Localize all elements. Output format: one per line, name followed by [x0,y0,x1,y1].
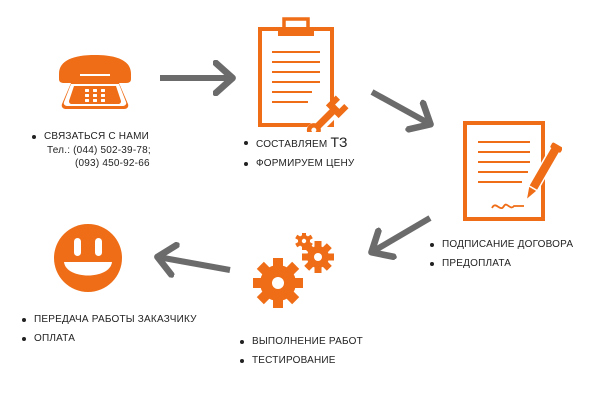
phone-label: Тел.: [47,145,71,156]
step-work-list: ВЫПОЛНЕНИЕ РАБОТ ТЕСТИРОВАНИЕ [238,335,363,367]
smiley-icon [54,224,122,292]
spec-abbrev: ТЗ [330,134,348,150]
phone-number-2: (093) 450-92-66 [75,158,150,169]
step-spec-item-1: СОСТАВЛЯЕМ ТЗ [242,134,354,151]
step-contract-item-2: ПРЕДОПЛАТА [428,257,573,270]
phone-number-1: (044) 502-39-78; [73,145,151,156]
step-work-item-2: ТЕСТИРОВАНИЕ [238,354,363,367]
clipboard-wrench-icon [258,17,349,132]
arrow-4 [158,257,231,270]
arrow-3 [372,215,432,252]
step-contact-item: СВЯЗАТЬСЯ С НАМИ [30,130,149,143]
step-delivery-item-2: ОПЛАТА [20,332,197,345]
step-delivery-list: ПЕРЕДАЧА РАБОТЫ ЗАКАЗЧИКУ ОПЛАТА [20,313,197,345]
step-delivery-item-1: ПЕРЕДАЧА РАБОТЫ ЗАКАЗЧИКУ [20,313,197,326]
phone-icon [59,55,131,109]
step-contract-list: ПОДПИСАНИЕ ДОГОВОРА ПРЕДОПЛАТА [428,238,573,270]
phone-line-1: Тел.: (044) 502-39-78; [47,145,151,157]
contract-pen-icon [463,121,562,221]
step-work-item-1: ВЫПОЛНЕНИЕ РАБОТ [238,335,363,348]
arrow-2 [370,89,430,124]
step-spec-item-2: ФОРМИРУЕМ ЦЕНУ [242,157,354,170]
step-spec-list: СОСТАВЛЯЕМ ТЗ ФОРМИРУЕМ ЦЕНУ [242,134,354,170]
gears-icon [253,233,334,308]
step-contact-list: СВЯЗАТЬСЯ С НАМИ [30,130,149,143]
step-contract-item-1: ПОДПИСАНИЕ ДОГОВОРА [428,238,573,251]
